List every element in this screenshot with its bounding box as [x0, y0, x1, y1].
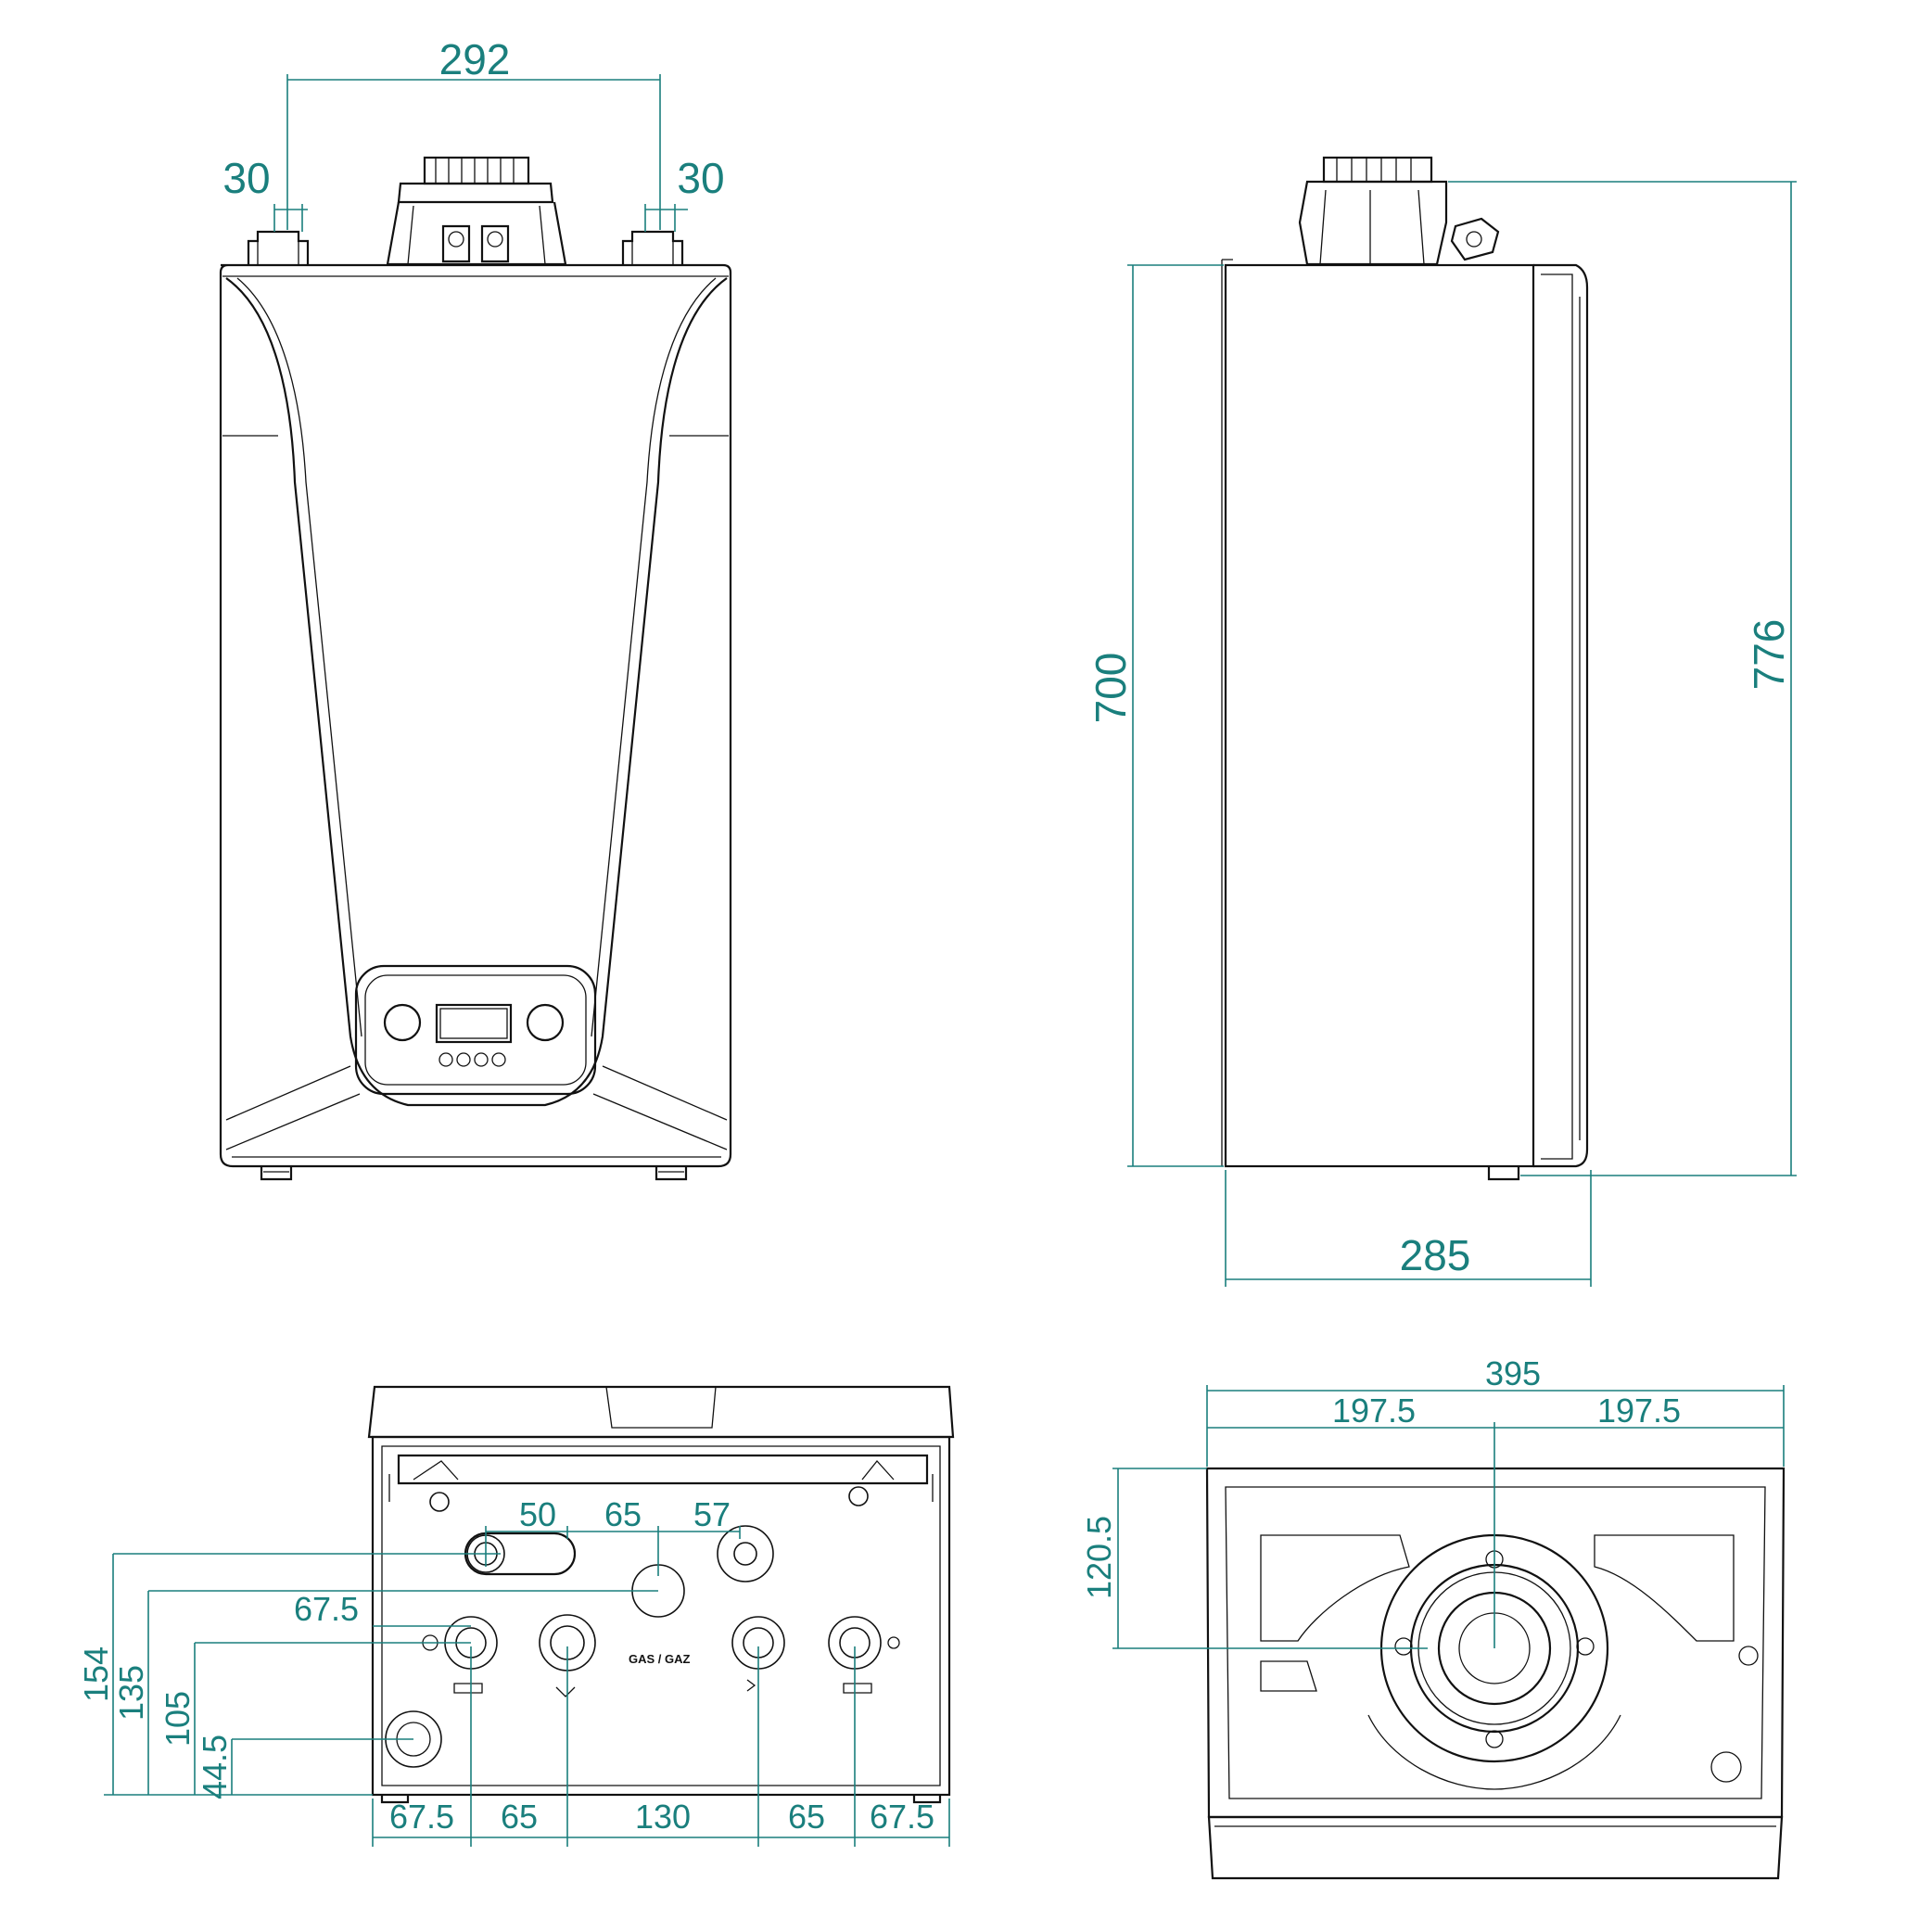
height-total-dim: 776 — [1745, 619, 1793, 691]
side-front-panel — [1533, 263, 1589, 1168]
dim-top-65: 65 — [604, 1495, 642, 1533]
top-depth-dim: 120.5 — [1080, 1516, 1118, 1599]
dim-bottom-2: 65 — [501, 1798, 538, 1836]
side-flue — [1298, 156, 1500, 266]
side-body — [1224, 263, 1535, 1168]
bottom-view: GAS / GAZ 50 65 57 67.5 67.5 65 130 65 6… — [77, 1385, 955, 1847]
dim-bottom-3: 130 — [635, 1798, 691, 1836]
front-view: 292 30 30 — [219, 35, 732, 1181]
side-view: 700 776 285 — [1087, 156, 1797, 1287]
left-knob — [383, 1003, 422, 1042]
top-view: 395 197.5 197.5 120.5 — [1080, 1354, 1786, 1880]
flue-adapter — [386, 156, 567, 266]
top-dimensions: 395 197.5 197.5 120.5 — [1080, 1354, 1785, 1649]
hook-left-dim: 30 — [222, 154, 270, 202]
front-dimensions: 292 30 30 — [222, 35, 725, 232]
control-panel — [354, 964, 597, 1096]
dim-left-135: 135 — [112, 1665, 150, 1721]
dim-top-57: 57 — [693, 1495, 731, 1533]
half-left-dim: 197.5 — [1332, 1392, 1416, 1430]
dim-bottom-1: 67.5 — [389, 1798, 454, 1836]
gas-label: GAS / GAZ — [629, 1652, 691, 1666]
hook-right-dim: 30 — [677, 154, 724, 202]
right-knob — [526, 1003, 565, 1042]
dim-top-50: 50 — [519, 1495, 556, 1533]
side-dimensions: 700 776 285 — [1087, 181, 1797, 1287]
display-screen — [435, 1003, 513, 1044]
half-right-dim: 197.5 — [1597, 1392, 1681, 1430]
front-panel — [225, 277, 728, 1107]
height-body-dim: 700 — [1087, 653, 1135, 724]
bottom-dimensions: 50 65 57 67.5 67.5 65 130 65 67.5 154 13… — [77, 1495, 950, 1847]
dim-inner-67-5: 67.5 — [294, 1590, 359, 1628]
overall-dim: 395 — [1485, 1354, 1541, 1392]
dim-left-44-5: 44.5 — [196, 1735, 234, 1799]
casing-outline — [219, 263, 732, 1168]
mounting-hooks — [247, 230, 684, 265]
dim-left-105: 105 — [159, 1691, 197, 1747]
dim-bottom-5: 67.5 — [870, 1798, 934, 1836]
width-dim: 292 — [439, 35, 511, 83]
dim-left-154: 154 — [77, 1646, 115, 1702]
depth-dim: 285 — [1400, 1231, 1471, 1279]
dim-bottom-4: 65 — [788, 1798, 825, 1836]
